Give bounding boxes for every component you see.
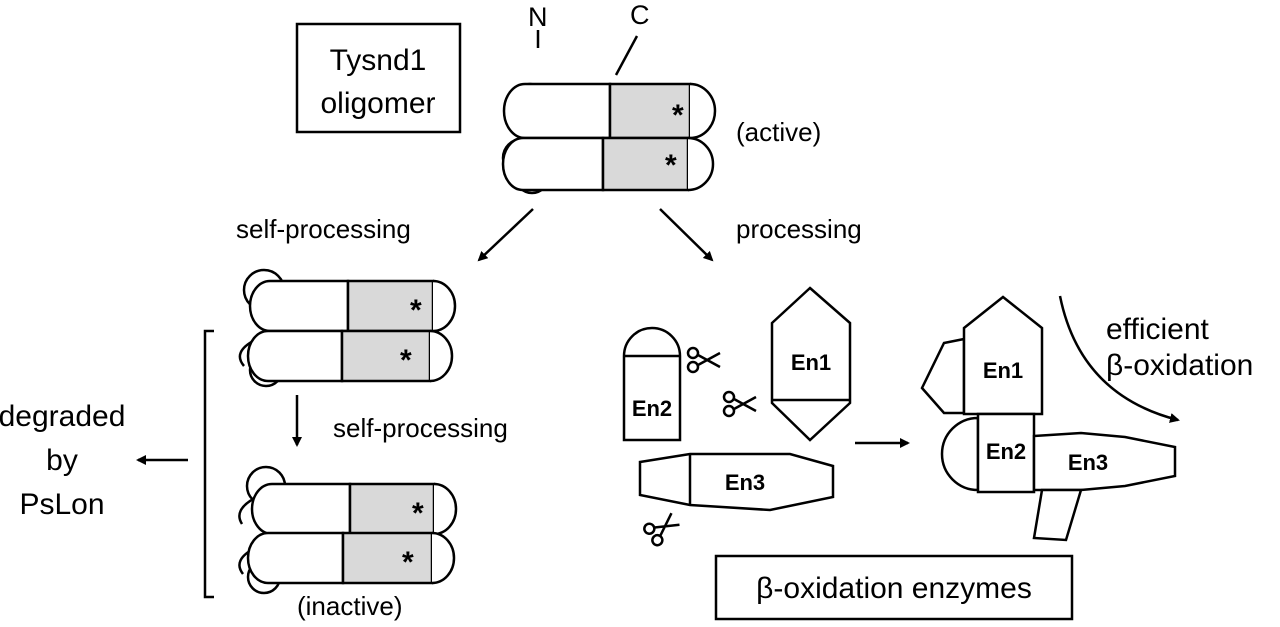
processing-arrow <box>659 208 714 262</box>
n-terminus-label: N <box>528 2 548 32</box>
self-processed-oligomer: * * <box>238 268 457 388</box>
tysnd1-title-box <box>295 22 462 134</box>
en2-label: En2 <box>986 439 1026 464</box>
active-site-star: * <box>402 546 414 579</box>
beta-oxidation-label: β-oxidation <box>1106 349 1253 382</box>
active-site-star: * <box>672 99 684 132</box>
en3-label: En3 <box>725 470 765 495</box>
beta-oxidation-complex: En1 En2 En3 <box>920 295 1177 542</box>
scissors-icon <box>641 507 684 549</box>
self-processing-arrow <box>477 208 534 262</box>
inactive-label: (inactive) <box>297 591 402 621</box>
en2-precursor: En2 <box>622 326 682 442</box>
scissors-icon <box>686 346 722 374</box>
en1-label: En1 <box>983 358 1023 383</box>
en3-side-fragment <box>1032 488 1083 542</box>
en1-precursor: En1 <box>770 286 852 442</box>
efficient-oxidation-arrow <box>1058 295 1180 423</box>
c-terminus-label: C <box>630 0 650 30</box>
self-processing-mid-label: self-processing <box>333 413 508 443</box>
scissors-icon <box>722 390 758 418</box>
active-site-star: * <box>400 344 412 377</box>
enzymes-caption-box <box>714 554 1074 621</box>
efficient-label: efficient <box>1106 313 1210 346</box>
self-processing-top-label: self-processing <box>236 214 411 244</box>
active-label: (active) <box>736 117 821 147</box>
degradation-bracket <box>203 329 214 599</box>
active-site-star: * <box>665 149 677 182</box>
en1-side-fragment <box>920 337 966 415</box>
c-terminus-tick <box>614 35 639 76</box>
cleaved-n-terminus-tail <box>238 496 256 525</box>
en2-label: En2 <box>632 396 672 421</box>
tysnd1-title-line2: oligomer <box>320 87 435 120</box>
degraded-label-line3: PsLon <box>19 488 104 521</box>
en2-side-fragment <box>940 416 980 492</box>
processing-label: processing <box>736 214 862 244</box>
tysnd1-title-line1: Tysnd1 <box>330 44 427 77</box>
active-site-star: * <box>412 497 424 530</box>
degraded-label-line1: degraded <box>0 400 125 433</box>
active-site-star: * <box>410 294 422 327</box>
degraded-label-line2: by <box>46 444 78 477</box>
enzymes-caption: β-oxidation enzymes <box>756 572 1032 605</box>
en1-label: En1 <box>791 350 831 375</box>
en3-label: En3 <box>1068 450 1108 475</box>
inactive-oligomer: * * <box>238 465 458 595</box>
en3-precursor: En3 <box>638 452 835 512</box>
active-oligomer: * * <box>501 82 717 195</box>
